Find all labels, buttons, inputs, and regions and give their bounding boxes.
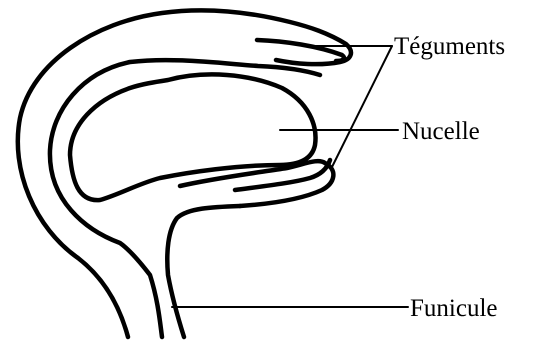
label-funicule: Funicule: [410, 295, 498, 322]
inner-integument-upper-flap: [257, 40, 344, 61]
teguments-leader-lower: [332, 46, 392, 167]
funicule-left-line: [167, 206, 240, 337]
label-teguments: Téguments: [394, 33, 505, 60]
label-nucelle: Nucelle: [402, 118, 480, 145]
lower-integument-outer: [180, 161, 333, 206]
